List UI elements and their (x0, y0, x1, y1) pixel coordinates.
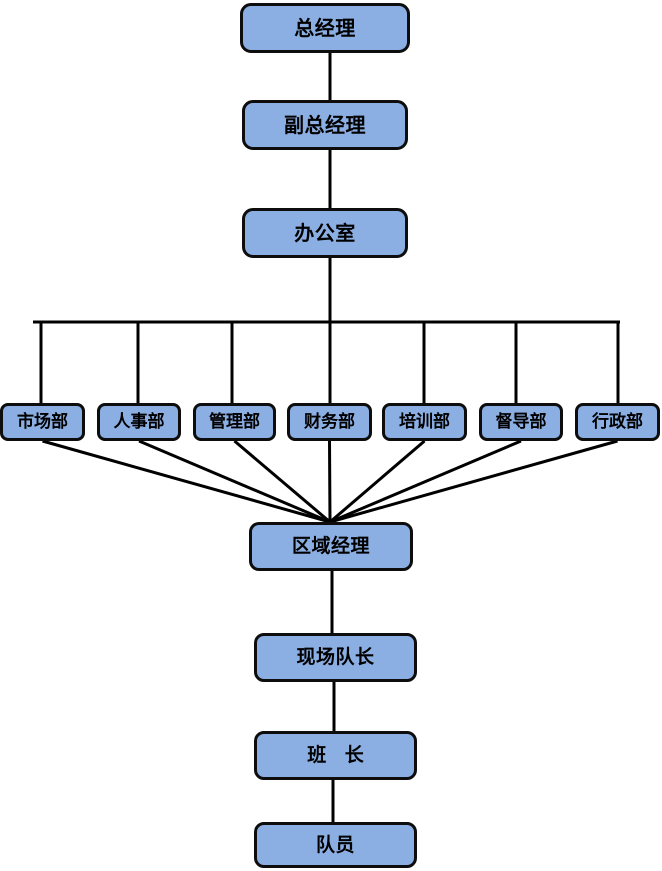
connector-dept-manage-to-regional (233, 439, 331, 524)
node-label: 督导部 (495, 411, 547, 432)
node-label: 财务部 (304, 411, 355, 432)
node-label: 总经理 (294, 16, 356, 40)
node-label: 市场部 (17, 411, 68, 432)
node-department-management[interactable]: 管理部 (193, 403, 276, 441)
node-label: 培训部 (399, 411, 450, 432)
node-department-finance[interactable]: 财务部 (287, 403, 372, 441)
node-team-member[interactable]: 队员 (254, 822, 417, 868)
node-regional-manager[interactable]: 区域经理 (249, 522, 413, 571)
node-label: 办公室 (294, 221, 356, 245)
node-office[interactable]: 办公室 (242, 208, 408, 258)
node-label: 区域经理 (291, 535, 370, 557)
node-site-captain[interactable]: 现场队长 (254, 633, 417, 682)
connector-dept-finance-to-regional (328, 440, 332, 523)
node-label: 管理部 (209, 411, 260, 432)
node-department-administration[interactable]: 行政部 (575, 403, 660, 441)
node-label: 队员 (315, 833, 355, 856)
connector-dept-supervise-to-regional (329, 439, 522, 524)
node-label: 副总经理 (284, 113, 366, 137)
node-department-hr[interactable]: 人事部 (97, 403, 181, 441)
node-department-supervision[interactable]: 督导部 (479, 403, 563, 441)
node-department-training[interactable]: 培训部 (382, 403, 467, 441)
node-department-market[interactable]: 市场部 (0, 403, 85, 441)
node-label: 现场队长 (296, 646, 375, 668)
connector-dept-admin-to-regional (329, 439, 618, 524)
node-general-manager[interactable]: 总经理 (240, 3, 410, 53)
node-foreman[interactable]: 班 长 (254, 731, 417, 780)
node-label: 行政部 (592, 411, 643, 432)
connector-dept-hr-to-regional (138, 439, 331, 524)
node-label: 人事部 (113, 411, 165, 432)
connector-dept-market-to-regional (42, 439, 331, 524)
connector-dept-training-to-regional (329, 439, 426, 524)
node-label: 班 长 (307, 744, 370, 766)
node-deputy-general-manager[interactable]: 副总经理 (242, 100, 408, 150)
